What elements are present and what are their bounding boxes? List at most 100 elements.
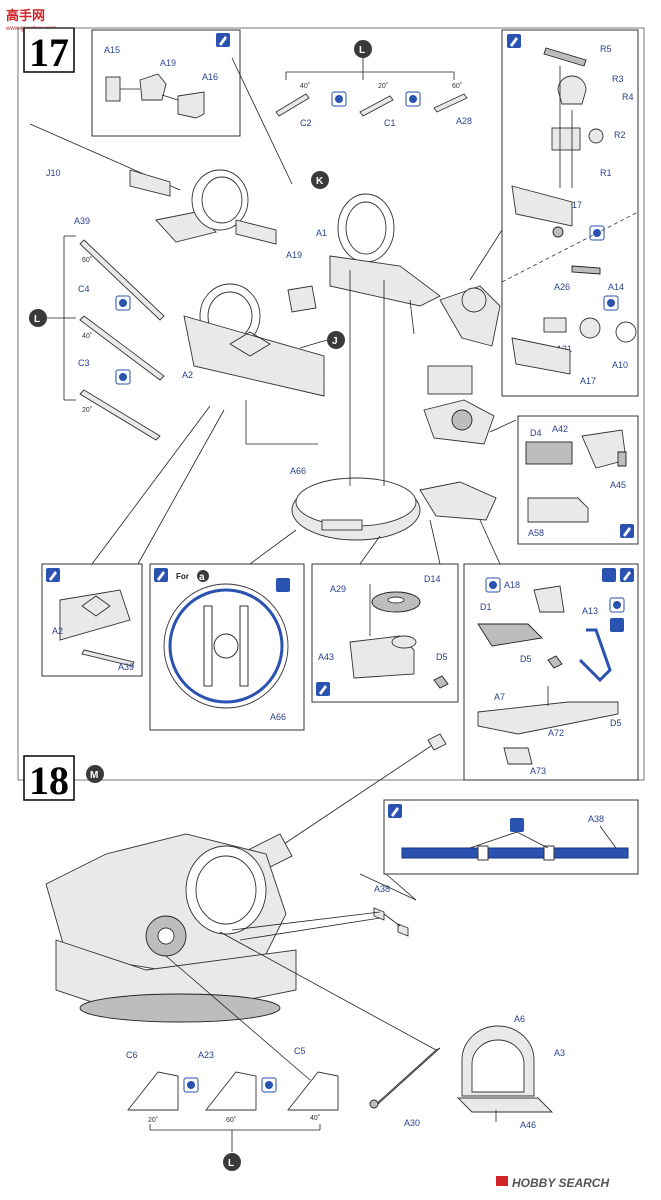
svg-text:20˚: 20˚ xyxy=(148,1116,158,1124)
label-A38: A38 xyxy=(588,814,604,824)
part-A38-blue xyxy=(401,847,629,859)
part-D4 xyxy=(525,441,573,465)
subbox-a15-a19-a16: A15 A19 A16 xyxy=(91,29,241,137)
part-A73 xyxy=(503,747,533,765)
step-18-number: 18 xyxy=(29,758,69,803)
label-A43: A43 xyxy=(318,652,334,662)
label-A19-b: A19 xyxy=(286,250,302,260)
part-A2-frame xyxy=(183,315,325,397)
step-17-number: 17 xyxy=(29,30,69,75)
label-A39: A39 xyxy=(74,216,90,226)
marker-L-3 xyxy=(223,1153,241,1171)
part-A18 xyxy=(533,585,565,613)
part-A30 xyxy=(373,1047,441,1107)
label-A66: A66 xyxy=(290,466,306,476)
svg-text:20˚: 20˚ xyxy=(82,406,92,414)
svg-text:L: L xyxy=(34,314,40,325)
marker-J xyxy=(327,331,345,349)
part-C3 xyxy=(79,389,161,441)
svg-text:40˚: 40˚ xyxy=(300,82,310,90)
part-A19-b xyxy=(287,285,317,313)
svg-text:40˚: 40˚ xyxy=(310,1114,320,1122)
label-A2-b: A2 xyxy=(52,626,63,636)
svg-text:60˚: 60˚ xyxy=(82,256,92,264)
label-A17: A17 xyxy=(566,200,582,210)
paint-icon-3 xyxy=(589,225,605,241)
label-R3: R3 xyxy=(612,74,624,84)
paint-icon xyxy=(602,568,616,582)
part-A28 xyxy=(433,93,468,113)
svg-text:K: K xyxy=(316,176,324,187)
part-J10-barrel xyxy=(129,169,171,197)
part-A13-blue xyxy=(578,628,612,683)
label-A42: A42 xyxy=(552,424,568,434)
label-A58: A58 xyxy=(528,528,544,538)
label-C1: C1 xyxy=(384,118,396,128)
paint-icon-5 xyxy=(115,295,131,311)
part-A38-end2 xyxy=(397,923,409,937)
step-18: 18 M xyxy=(23,755,104,803)
label-A1: A1 xyxy=(316,228,327,238)
marker-L xyxy=(354,40,372,58)
part-R2 xyxy=(588,128,604,144)
step-17: 17 xyxy=(17,27,645,781)
label-R1: R1 xyxy=(600,168,612,178)
part-box xyxy=(427,365,473,395)
label-A39-b: A39 xyxy=(118,662,134,672)
label-A3: A3 xyxy=(554,1048,565,1058)
label-A18: A18 xyxy=(504,580,520,590)
part-A58 xyxy=(527,497,589,523)
svg-text:a: a xyxy=(199,572,205,583)
paint-icon-4 xyxy=(603,295,619,311)
part-C6 xyxy=(127,1071,179,1111)
label-A66-b: A66 xyxy=(270,712,286,722)
label-C6: C6 xyxy=(126,1050,138,1060)
svg-text:60˚: 60˚ xyxy=(452,82,462,90)
part-R1 xyxy=(551,127,581,151)
label-A28: A28 xyxy=(456,116,472,126)
paint-icon-9 xyxy=(183,1077,199,1093)
step-17-frame xyxy=(17,27,645,781)
part-D1 xyxy=(477,623,543,647)
label-A29: A29 xyxy=(330,584,346,594)
brand-text: HOBBY SEARCH xyxy=(512,1176,609,1190)
label-D5-b: D5 xyxy=(520,654,532,664)
part-A66-blue-ring xyxy=(168,588,284,704)
main-assembly-18: A38 xyxy=(45,733,447,1023)
svg-text:L: L xyxy=(359,45,365,56)
label-C3: C3 xyxy=(78,358,90,368)
marker-K xyxy=(311,171,329,189)
marker-a xyxy=(197,570,209,582)
part-A45 xyxy=(617,451,627,467)
label-A13: A13 xyxy=(582,606,598,616)
subbox-a38: A38 xyxy=(383,799,639,875)
label-C2: C2 xyxy=(300,118,312,128)
paint-icon-10 xyxy=(261,1077,277,1093)
label-D5-c: D5 xyxy=(610,718,622,728)
paint-icon-7 xyxy=(485,577,501,593)
label-R4: R4 xyxy=(622,92,634,102)
label-A26: A26 xyxy=(554,282,570,292)
svg-text:J: J xyxy=(332,336,338,347)
label-R2: R2 xyxy=(614,130,626,140)
part-A30-group: A30 xyxy=(219,931,441,1128)
part-C2 xyxy=(275,93,310,117)
part-C1 xyxy=(359,95,394,117)
part-A7 xyxy=(477,701,619,735)
svg-text:20˚: 20˚ xyxy=(378,82,388,90)
svg-text:60˚: 60˚ xyxy=(226,1116,236,1124)
part-A17-b xyxy=(511,337,571,375)
label-D14: D14 xyxy=(424,574,441,584)
subbox-a2-a39: A2 A39 xyxy=(41,563,143,677)
label-A17-b: A17 xyxy=(580,376,596,386)
svg-text:40˚: 40˚ xyxy=(82,332,92,340)
part-R5 xyxy=(543,47,587,67)
label-A38-b: A38 xyxy=(374,884,390,894)
label-A2: A2 xyxy=(182,370,193,380)
part-A66-plate xyxy=(163,583,289,709)
part-frame-upper xyxy=(329,255,441,307)
svg-text:L: L xyxy=(228,1158,234,1169)
label-J10: J10 xyxy=(46,168,61,178)
part-A14 xyxy=(579,317,601,339)
